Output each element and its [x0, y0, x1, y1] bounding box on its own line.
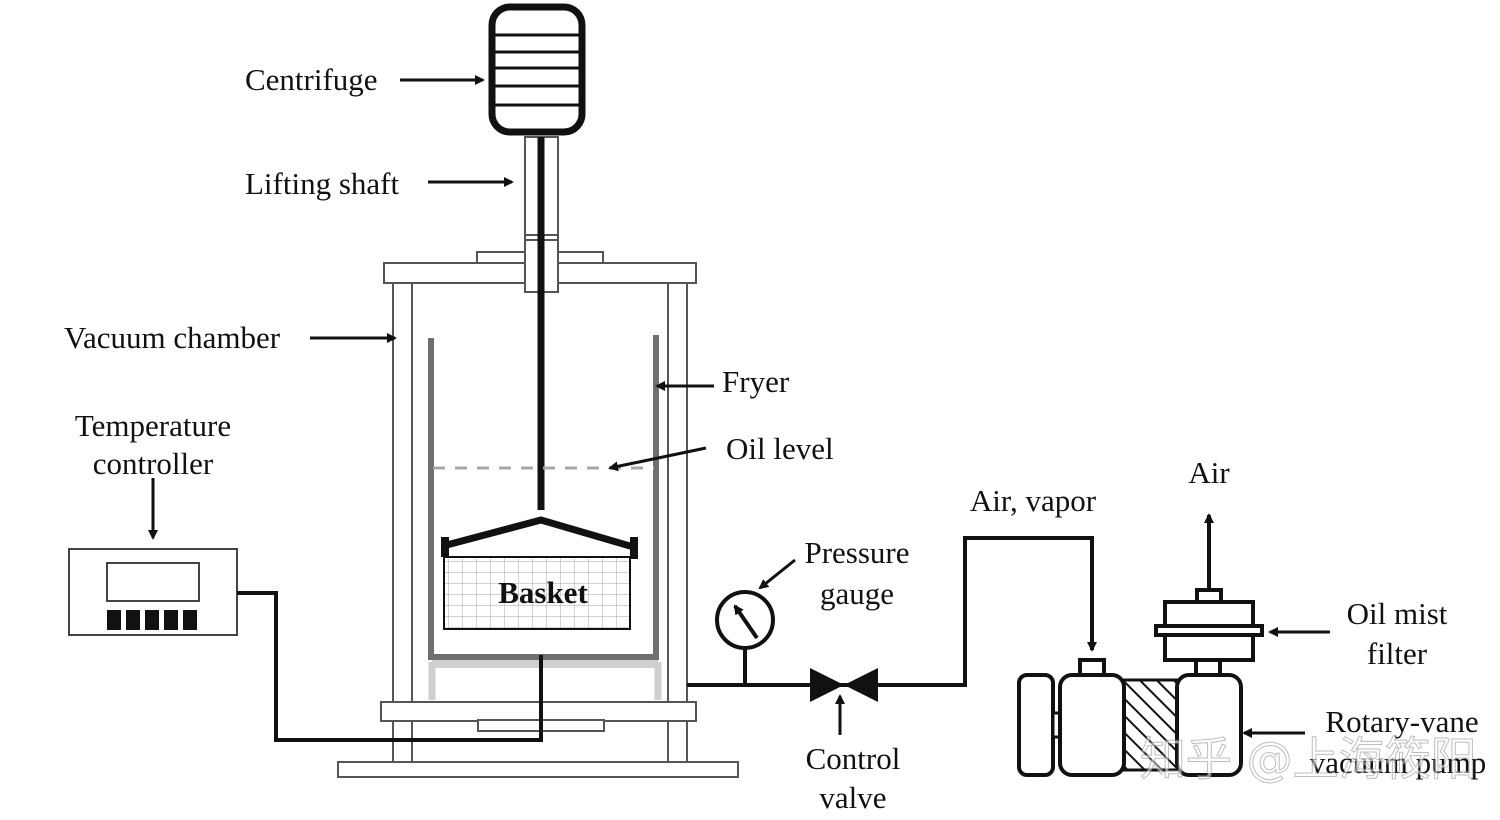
fryer [428, 335, 662, 700]
pressure-gauge-label-line1: Pressure [804, 535, 909, 570]
oil-level-label: Oil level [726, 431, 834, 466]
basket-hanger [441, 516, 638, 559]
oil-mist-filter-label-line2: filter [1367, 636, 1428, 671]
control-valve-label-line1: Control [806, 741, 901, 776]
basket: Basket [443, 556, 631, 630]
oil-mist-filter-label-line1: Oil mist [1347, 596, 1448, 631]
control-valve-label-line2: valve [819, 780, 886, 815]
basket-label: Basket [498, 575, 588, 610]
centrifuge-label: Centrifuge [245, 62, 378, 97]
temperature-controller-label-line2: controller [93, 446, 214, 481]
lifting-shaft-label: Lifting shaft [245, 166, 399, 201]
pressure-gauge [715, 590, 775, 685]
centrifuge [488, 3, 586, 136]
fryer-label: Fryer [722, 364, 790, 399]
temperature-probe-wire [237, 591, 543, 742]
temperature-controller [68, 548, 238, 636]
pressure-gauge-label-line2: gauge [820, 576, 894, 611]
rotary-vane-pump-label-line2: vacuum pump [1310, 745, 1487, 780]
label-arrows [148, 75, 1330, 738]
vacuum-chamber-label: Vacuum chamber [64, 320, 281, 355]
watermark: 知乎 @上海筱阳 [1140, 732, 1477, 786]
rotary-vane-pump [1017, 658, 1243, 777]
temperature-controller-label-line1: Temperature [75, 408, 231, 443]
oil-mist-filter [1154, 513, 1264, 662]
air-label: Air [1188, 455, 1230, 490]
rotary-vane-pump-label-line1: Rotary-vane [1325, 704, 1478, 739]
control-valve [810, 668, 878, 702]
air-vapor-label: Air, vapor [970, 483, 1097, 518]
